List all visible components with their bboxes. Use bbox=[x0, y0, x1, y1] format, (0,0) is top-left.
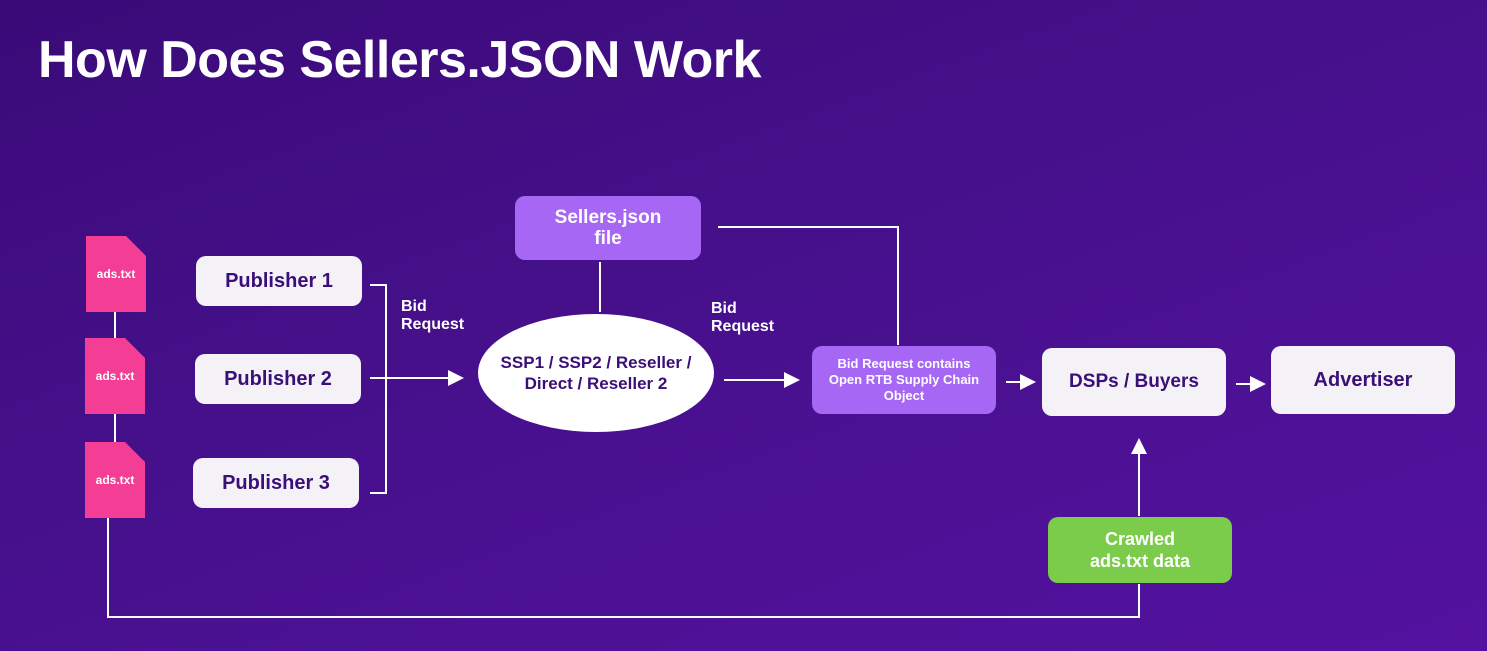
publisher-3-box: Publisher 3 bbox=[193, 458, 359, 508]
publisher-2-box: Publisher 2 bbox=[195, 354, 361, 404]
bid-request-label: Bid Request bbox=[401, 298, 465, 333]
dsps-buyers-box: DSPs / Buyers bbox=[1042, 348, 1226, 416]
bid-request-chain-box: Bid Request contains Open RTB Supply Cha… bbox=[812, 346, 996, 414]
page-title: How Does Sellers.JSON Work bbox=[38, 31, 761, 89]
advertiser-box: Advertiser bbox=[1271, 346, 1455, 414]
bid-request-label: Bid Request bbox=[711, 300, 775, 335]
ads-txt-file-icon: ads.txt bbox=[85, 442, 145, 518]
ads-txt-file-icon: ads.txt bbox=[85, 338, 145, 414]
sellers-json-box: Sellers.json file bbox=[515, 196, 701, 260]
ads-txt-file-icon: ads.txt bbox=[86, 236, 146, 312]
crawled-ads-txt-box: Crawled ads.txt data bbox=[1048, 517, 1232, 583]
ssp-ellipse: SSP1 / SSP2 / Reseller / Direct / Resell… bbox=[478, 314, 714, 432]
publisher-1-box: Publisher 1 bbox=[196, 256, 362, 306]
